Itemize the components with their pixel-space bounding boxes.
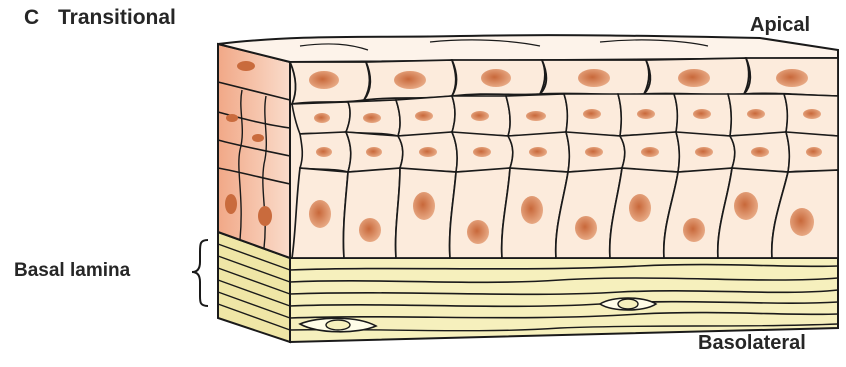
epithelium-side-face <box>218 44 290 258</box>
basal-lamina-label: Basal lamina <box>14 260 130 282</box>
basal-lamina-brace <box>192 240 208 306</box>
basolateral-label: Basolateral <box>698 332 806 355</box>
panel-letter: C <box>24 6 39 30</box>
panel-title: Transitional <box>58 6 176 30</box>
fibroblast-cell <box>600 298 656 310</box>
apical-label: Apical <box>750 14 810 37</box>
intermediate-cell-layer <box>292 94 838 172</box>
